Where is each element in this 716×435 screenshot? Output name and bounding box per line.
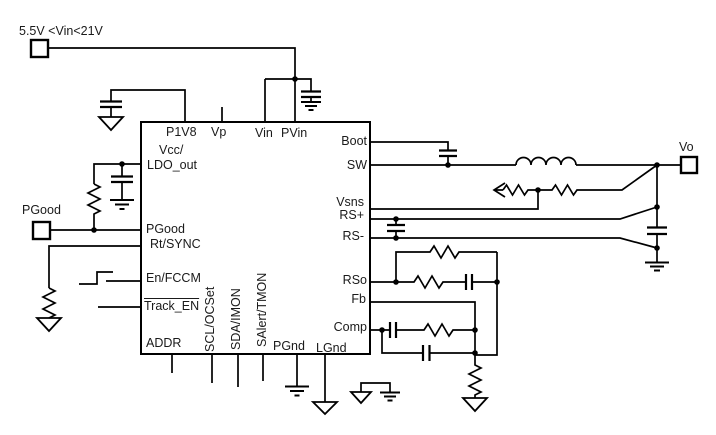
pin-label-comp: Comp [333, 320, 367, 334]
pin-label-pvin: PVin [281, 126, 308, 140]
rt-sync-wire [48, 245, 141, 288]
pin-label-addr: ADDR [146, 336, 182, 350]
input-range-label: 5.5V <Vin<21V [19, 24, 103, 38]
pin-label-rso: RSo [342, 273, 367, 287]
comp-rc-branch-icon [388, 322, 475, 338]
rs-minus-wire [370, 237, 658, 249]
rso-top-resistor-icon [395, 244, 497, 282]
rt-resistor-icon [41, 287, 57, 319]
vout-terminal [679, 155, 699, 175]
rs-plus-wire [370, 206, 658, 220]
pin-label-rs-minus: RS- [342, 229, 364, 243]
fb-resistor-icon [467, 355, 483, 398]
pin-label-salert-tmon: SAlert/TMON [255, 272, 269, 347]
pgood-pullup-resistor-icon [86, 183, 102, 230]
pin-label-scl-ocset: SCL/OCSet [203, 286, 217, 352]
sense-arrow-icon [492, 182, 506, 198]
boot-wire [370, 141, 449, 150]
pin-label-sw: SW [346, 158, 367, 172]
pin-label-pgood: PGood [146, 222, 185, 236]
signal-ground-icon [460, 397, 490, 413]
rso-rc-branch-icon [396, 274, 497, 290]
fb-wire [370, 301, 476, 355]
rising-edge-icon [79, 271, 113, 285]
pin-label-en-fccm: En/FCCM [146, 271, 201, 285]
ground-tie-wire [360, 382, 391, 392]
vout-terminal-label: Vo [679, 140, 694, 154]
pin-label-pgnd: PGnd [273, 339, 305, 353]
pin-label-rs-plus: RS+ [339, 208, 364, 222]
earth-ground-icon [380, 391, 400, 402]
p1v8-capacitor-icon [100, 89, 186, 122]
signal-ground-icon [96, 116, 126, 132]
pin-label-boot: Boot [341, 134, 367, 148]
pin-label-vsns: Vsns [336, 195, 364, 209]
pgood-terminal-label: PGood [22, 203, 61, 217]
pin-label-rt-sync: Rt/SYNC [150, 237, 201, 251]
signal-ground-icon [310, 401, 340, 416]
earth-ground-icon [285, 385, 309, 397]
vcc-capacitor-icon [111, 164, 133, 200]
input-rail-wire [48, 47, 296, 122]
output-inductor-icon [515, 156, 577, 166]
pin-label-vin: Vin [255, 126, 273, 140]
sense-resistor-icon [502, 164, 658, 197]
rso-rail-wire [475, 252, 498, 356]
pin-label-lgnd: LGnd [316, 341, 347, 355]
pin-label-track-en: Track_EN [144, 299, 200, 313]
pin-label-vp: Vp [211, 125, 227, 139]
signal-ground-icon [34, 317, 64, 333]
junction-dots [91, 76, 660, 356]
rs-capacitor-icon [387, 219, 405, 238]
pin-label-sda-imon: SDA/IMON [229, 288, 243, 350]
pin-label-p1v8: P1V8 [166, 125, 197, 139]
pgood-terminal [31, 220, 52, 241]
pin-label-vcc-line2: LDO_out [147, 158, 198, 172]
pin-label-vcc-line1: Vcc/ [159, 143, 184, 157]
comp-cap-branch-icon [381, 330, 475, 361]
pin-label-fb: Fb [351, 292, 366, 306]
earth-ground-icon [110, 199, 134, 210]
input-terminal [29, 38, 50, 59]
earth-ground-icon [301, 101, 321, 111]
vsns-wire [370, 190, 539, 210]
signal-ground-icon [348, 391, 374, 405]
input-capacitor-icon [295, 78, 321, 102]
vcc-wire [93, 163, 141, 184]
earth-ground-icon [645, 261, 669, 272]
